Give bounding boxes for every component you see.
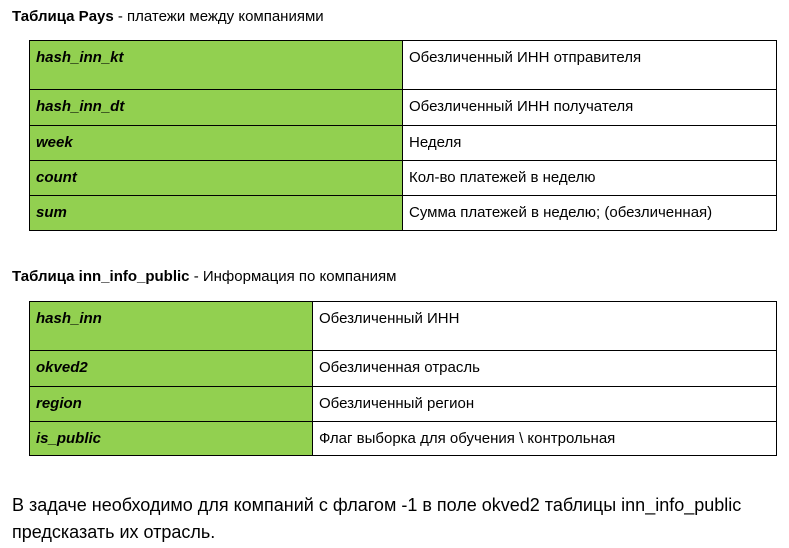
field-description: Сумма платежей в неделю; (обезличенная) [402, 195, 777, 231]
table-row: okved2 Обезличенная отрасль [29, 350, 777, 387]
table2-subtitle: - Информация по компаниям [189, 268, 397, 285]
table1-title: Таблица Pays [12, 8, 114, 25]
table-row: week Неделя [29, 125, 777, 161]
table1-heading: Таблица Pays - платежи между компаниями [12, 8, 324, 25]
field-name: count [29, 160, 403, 196]
field-description: Флаг выборка для обучения \ контрольная [312, 421, 777, 456]
field-description: Обезличенный ИНН получателя [402, 89, 777, 126]
field-name: okved2 [29, 350, 313, 387]
field-description: Обезличенный ИНН отправителя [402, 40, 777, 90]
field-name: hash_inn [29, 301, 313, 351]
table-row: sum Сумма платежей в неделю; (обезличенн… [29, 195, 777, 231]
pays-table: hash_inn_kt Обезличенный ИНН отправителя… [29, 40, 777, 231]
table2-heading: Таблица inn_info_public - Информация по … [12, 268, 396, 285]
table-row: region Обезличенный регион [29, 386, 777, 422]
field-name: sum [29, 195, 403, 231]
field-description: Обезличенный регион [312, 386, 777, 422]
field-name: region [29, 386, 313, 422]
table1-subtitle: - платежи между компаниями [113, 8, 324, 25]
field-name: hash_inn_kt [29, 40, 403, 90]
table-row: hash_inn Обезличенный ИНН [29, 301, 777, 351]
field-name: week [29, 125, 403, 161]
table2-title: Таблица inn_info_public [12, 268, 190, 285]
table-row: hash_inn_dt Обезличенный ИНН получателя [29, 89, 777, 126]
field-description: Обезличенный ИНН [312, 301, 777, 351]
field-name: is_public [29, 421, 313, 456]
field-description: Обезличенная отрасль [312, 350, 777, 387]
field-description: Неделя [402, 125, 777, 161]
table-row: hash_inn_kt Обезличенный ИНН отправителя [29, 40, 777, 90]
table-row: is_public Флаг выборка для обучения \ ко… [29, 421, 777, 456]
task-description: В задаче необходимо для компаний с флаго… [12, 495, 742, 542]
inn-info-table: hash_inn Обезличенный ИНН okved2 Обезлич… [29, 301, 777, 456]
table-row: count Кол-во платежей в неделю [29, 160, 777, 196]
field-description: Кол-во платежей в неделю [402, 160, 777, 196]
field-name: hash_inn_dt [29, 89, 403, 126]
